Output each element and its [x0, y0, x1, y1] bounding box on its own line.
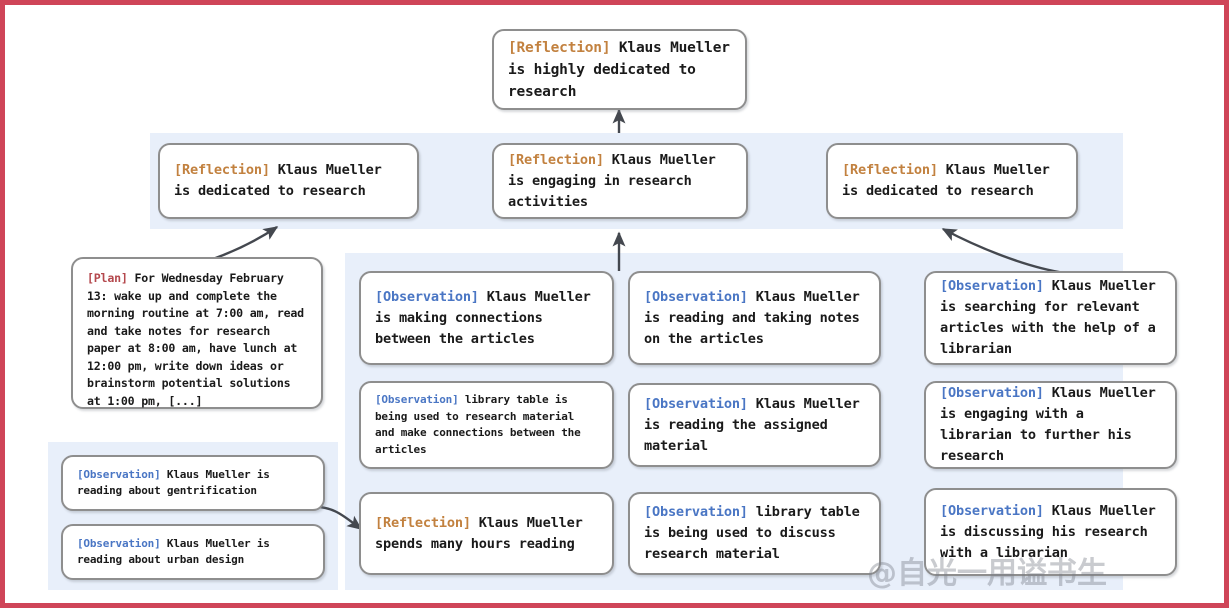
node-plan[interactable]: [Plan] For Wednesday February 13: wake u… — [71, 257, 323, 409]
node-tag: [Observation] — [375, 288, 479, 305]
node-tag: [Reflection] — [174, 162, 270, 178]
node-left-observation-1[interactable]: [Observation] Klaus Mueller is reading a… — [61, 455, 325, 511]
node-text: [Observation] library table is being use… — [361, 392, 612, 458]
node-body: Klaus Mueller is dedicated to research — [174, 162, 390, 199]
node-text: [Observation] Klaus Mueller is engaging … — [926, 383, 1175, 467]
node-text: [Observation] Klaus Mueller is making co… — [361, 287, 612, 350]
node-reflection-2[interactable]: [Reflection] Klaus Mueller is engaging i… — [492, 143, 748, 219]
node-body: Klaus Mueller is discussing his research… — [940, 502, 1164, 561]
node-left-observation-2[interactable]: [Observation] Klaus Mueller is reading a… — [61, 524, 325, 580]
node-tag: [Observation] — [644, 395, 748, 412]
node-reflection-3[interactable]: [Reflection] Klaus Mueller is dedicated … — [826, 143, 1078, 219]
node-text: [Reflection] Klaus Mueller is dedicated … — [160, 160, 417, 202]
node-tag: [Reflection] — [508, 39, 611, 56]
node-root-reflection[interactable]: [Reflection] Klaus Mueller is highly ded… — [492, 29, 747, 110]
node-body: Klaus Mueller is searching for relevant … — [940, 278, 1164, 357]
node-tag: [Observation] — [77, 467, 161, 481]
node-text: [Plan] For Wednesday February 13: wake u… — [73, 259, 321, 410]
node-column-a-1[interactable]: [Observation] Klaus Mueller is making co… — [359, 271, 614, 365]
node-body: Klaus Mueller spends many hours reading — [375, 514, 591, 552]
node-tag: [Observation] — [77, 536, 161, 550]
node-body: Klaus Mueller is reading and taking note… — [644, 288, 868, 347]
node-tag: [Reflection] — [842, 162, 938, 178]
node-text: [Reflection] Klaus Mueller is engaging i… — [494, 150, 746, 213]
node-body: Klaus Mueller is highly dedicated to res… — [508, 39, 739, 100]
node-tag: [Plan] — [87, 271, 128, 285]
node-body: For Wednesday February 13: wake up and c… — [87, 271, 311, 408]
node-text: [Observation] Klaus Mueller is reading t… — [630, 394, 879, 457]
node-tag: [Observation] — [940, 278, 1044, 294]
node-tag: [Observation] — [375, 393, 459, 406]
node-column-c-2[interactable]: [Observation] Klaus Mueller is engaging … — [924, 381, 1177, 469]
node-column-b-1[interactable]: [Observation] Klaus Mueller is reading a… — [628, 271, 881, 365]
node-tag: [Observation] — [644, 504, 748, 520]
node-body: Klaus Mueller is reading about gentrific… — [77, 467, 277, 498]
node-body: Klaus Mueller is making connections betw… — [375, 288, 599, 347]
node-reflection-1[interactable]: [Reflection] Klaus Mueller is dedicated … — [158, 143, 419, 219]
node-column-a-2[interactable]: [Observation] library table is being use… — [359, 381, 614, 469]
node-body: Klaus Mueller is dedicated to research — [842, 162, 1058, 199]
node-tag: [Observation] — [940, 385, 1044, 401]
node-text: [Observation] Klaus Mueller is reading a… — [63, 467, 323, 500]
node-body: Klaus Mueller is reading about urban des… — [77, 536, 277, 567]
node-text: [Observation] Klaus Mueller is searching… — [926, 276, 1175, 360]
node-tag: [Observation] — [644, 288, 748, 305]
node-column-c-3[interactable]: [Observation] Klaus Mueller is discussin… — [924, 488, 1177, 576]
node-text: [Observation] Klaus Mueller is reading a… — [63, 536, 323, 569]
node-body: Klaus Mueller is engaging with a librari… — [940, 385, 1164, 464]
node-body: library table is being used to discuss r… — [644, 504, 868, 562]
node-tag: [Reflection] — [375, 514, 471, 531]
node-text: [Reflection] Klaus Mueller spends many h… — [361, 513, 612, 555]
node-tag: [Observation] — [940, 502, 1044, 519]
node-text: [Reflection] Klaus Mueller is dedicated … — [828, 160, 1076, 202]
node-text: [Observation] Klaus Mueller is reading a… — [630, 287, 879, 350]
node-tag: [Reflection] — [508, 151, 604, 168]
node-text: [Reflection] Klaus Mueller is highly ded… — [494, 37, 745, 103]
node-column-a-3[interactable]: [Reflection] Klaus Mueller spends many h… — [359, 492, 614, 575]
node-column-b-2[interactable]: [Observation] Klaus Mueller is reading t… — [628, 383, 881, 467]
node-column-c-1[interactable]: [Observation] Klaus Mueller is searching… — [924, 271, 1177, 365]
node-body: Klaus Mueller is engaging in research ac… — [508, 151, 724, 210]
node-column-b-3[interactable]: [Observation] library table is being use… — [628, 492, 881, 575]
node-body: Klaus Mueller is reading the assigned ma… — [644, 395, 868, 454]
node-text: [Observation] library table is being use… — [630, 502, 879, 565]
node-text: [Observation] Klaus Mueller is discussin… — [926, 501, 1175, 564]
node-body: library table is being used to research … — [375, 393, 587, 456]
